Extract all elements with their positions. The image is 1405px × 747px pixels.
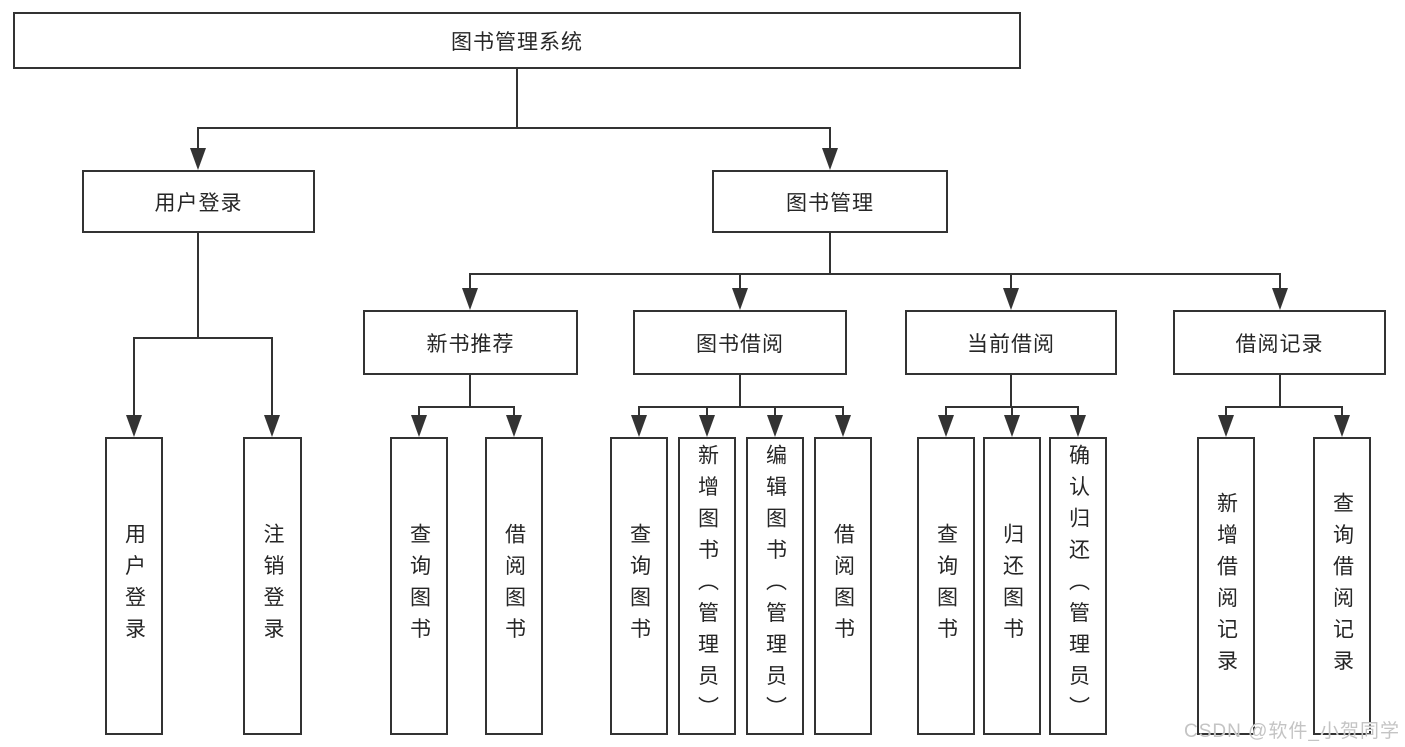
node-book-management: 图书管理	[712, 170, 948, 233]
connector-stem-section	[1010, 273, 1012, 289]
node-current-borrowing-label: 当前借阅	[967, 332, 1055, 356]
connector-stem-user-login	[197, 127, 199, 149]
connector-stem-leaf	[774, 406, 776, 416]
arrowhead-down-icon	[732, 288, 748, 310]
connector-stem-leaf	[638, 406, 640, 416]
connector-stem-leaf	[1011, 406, 1013, 416]
arrowhead-down-icon	[1003, 288, 1019, 310]
leaf-query-books: 查询图书	[610, 437, 668, 735]
arrowhead-down-icon	[835, 415, 851, 437]
connector-section-trunk	[1010, 375, 1012, 406]
leaf-label: 借阅图书	[502, 523, 526, 649]
node-root-system: 图书管理系统	[13, 12, 1021, 69]
leaf-add-books-admin: 新增图书（管理员）	[678, 437, 736, 735]
node-borrowing-records-label: 借阅记录	[1235, 332, 1324, 356]
arrowhead-down-icon	[631, 415, 647, 437]
arrowhead-down-icon	[699, 415, 715, 437]
leaf-add-borrow-record: 新增借阅记录	[1197, 437, 1255, 735]
connector-stem-leaf	[133, 337, 135, 416]
connector-stem-section	[739, 273, 741, 289]
connector-section-trunk	[1279, 375, 1281, 406]
arrowhead-down-icon	[190, 148, 206, 170]
connector-stem-book-management	[829, 127, 831, 149]
connector-stem-leaf	[706, 406, 708, 416]
leaf-query-books: 查询图书	[917, 437, 975, 735]
node-new-book-recommend-label: 新书推荐	[426, 332, 515, 356]
csdn-watermark: CSDN @软件_小贺同学	[1184, 721, 1400, 742]
leaf-confirm-return-admin: 确认归还（管理员）	[1049, 437, 1107, 735]
connector-section-crossbar	[638, 406, 844, 408]
leaf-label: 确认归还（管理员）	[1066, 444, 1090, 728]
arrowhead-down-icon	[264, 415, 280, 437]
connector-stem-leaf	[842, 406, 844, 416]
leaf-label: 编辑图书（管理员）	[763, 444, 787, 728]
leaf-return-books: 归还图书	[983, 437, 1041, 735]
arrowhead-down-icon	[411, 415, 427, 437]
leaf-logout: 注销登录	[243, 437, 302, 735]
leaf-label: 归还图书	[1000, 523, 1024, 649]
connector-section-crossbar	[1225, 406, 1343, 408]
node-user-login: 用户登录	[82, 170, 315, 233]
arrowhead-down-icon	[1334, 415, 1350, 437]
connector-stem-section	[469, 273, 471, 289]
arrowhead-down-icon	[767, 415, 783, 437]
connector-section-trunk	[739, 375, 741, 406]
node-new-book-recommend: 新书推荐	[363, 310, 578, 375]
leaf-query-borrow-record: 查询借阅记录	[1313, 437, 1371, 735]
connector-section-crossbar	[418, 406, 515, 408]
leaf-label: 注销登录	[261, 523, 284, 649]
arrowhead-down-icon	[938, 415, 954, 437]
connector-stem-leaf	[945, 406, 947, 416]
leaf-label: 借阅图书	[831, 523, 855, 649]
leaf-label: 查询图书	[934, 523, 958, 649]
connector-root-crossbar	[197, 127, 831, 129]
leaf-label: 新增图书（管理员）	[695, 444, 719, 728]
node-user-login-label: 用户登录	[154, 191, 243, 215]
connector-book-management-crossbar	[469, 273, 1281, 275]
connector-stem-leaf	[513, 406, 515, 416]
node-borrowing-records: 借阅记录	[1173, 310, 1386, 375]
arrowhead-down-icon	[462, 288, 478, 310]
arrowhead-down-icon	[126, 415, 142, 437]
leaf-label: 新增借阅记录	[1214, 491, 1238, 681]
connector-stem-leaf	[1225, 406, 1227, 416]
connector-stem-leaf	[418, 406, 420, 416]
leaf-borrow-books: 借阅图书	[814, 437, 872, 735]
arrowhead-down-icon	[1272, 288, 1288, 310]
leaf-borrow-books: 借阅图书	[485, 437, 543, 735]
leaf-edit-books-admin: 编辑图书（管理员）	[746, 437, 804, 735]
arrowhead-down-icon	[1004, 415, 1020, 437]
node-book-management-label: 图书管理	[786, 191, 874, 215]
leaf-label: 用户登录	[122, 523, 146, 649]
node-root-label: 图书管理系统	[451, 30, 583, 54]
node-current-borrowing: 当前借阅	[905, 310, 1117, 375]
node-book-borrowing-label: 图书借阅	[696, 332, 784, 356]
connector-stem-section	[1279, 273, 1281, 289]
connector-stem-leaf	[271, 337, 273, 416]
leaf-query-books: 查询图书	[390, 437, 448, 735]
connector-book-management-trunk	[829, 233, 831, 273]
connector-user-login-crossbar	[133, 337, 273, 339]
connector-stem-leaf	[1341, 406, 1343, 416]
connector-user-login-trunk	[197, 233, 199, 337]
connector-section-trunk	[469, 375, 471, 406]
arrowhead-down-icon	[506, 415, 522, 437]
connector-root-trunk	[516, 69, 518, 127]
leaf-user-login: 用户登录	[105, 437, 163, 735]
node-book-borrowing: 图书借阅	[633, 310, 847, 375]
arrowhead-down-icon	[1218, 415, 1234, 437]
arrowhead-down-icon	[1070, 415, 1086, 437]
arrowhead-down-icon	[822, 148, 838, 170]
connector-stem-leaf	[1077, 406, 1079, 416]
leaf-label: 查询借阅记录	[1330, 491, 1354, 681]
leaf-label: 查询图书	[627, 523, 651, 649]
leaf-label: 查询图书	[407, 523, 431, 649]
